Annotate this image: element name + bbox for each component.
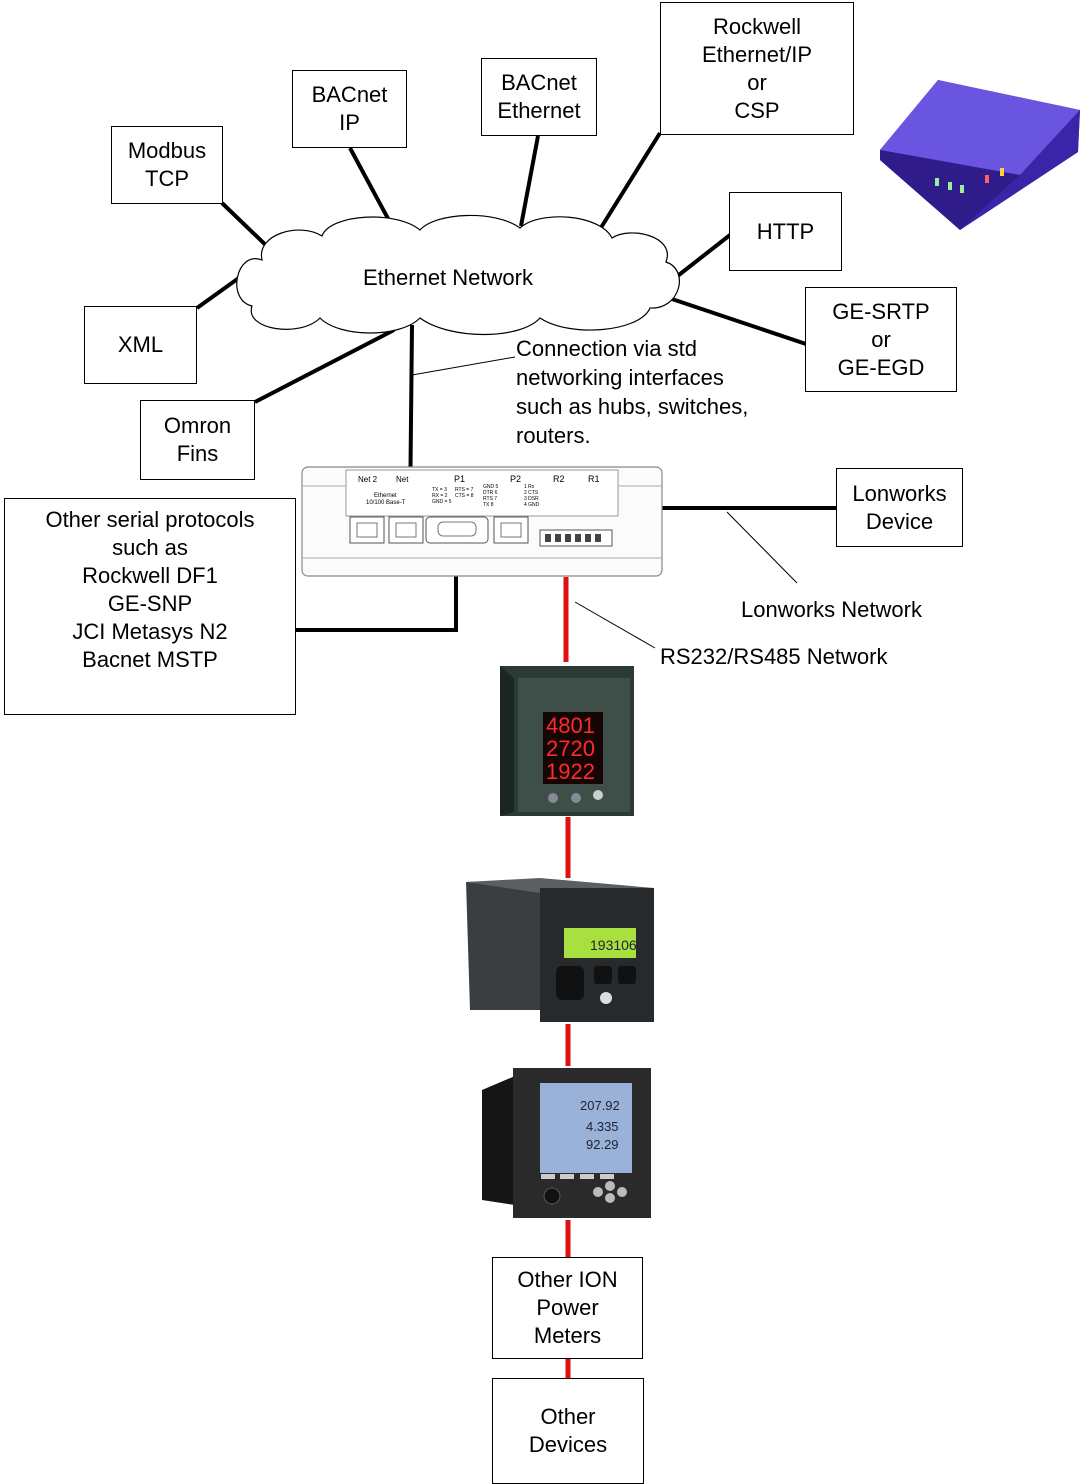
gateway-p1-label: P1 (454, 474, 465, 484)
gateway-photo (880, 80, 1080, 230)
rs-network-label: RS232/RS485 Network (660, 644, 888, 669)
gateway-net2-label: Net 2 (358, 475, 378, 484)
meter3-reading-1: 207.92 (580, 1098, 620, 1113)
connector-bacnet-ethernet (519, 135, 540, 227)
gateway-device: Net 2 Net Ethernet 10/100 Base-T P1 P2 R… (301, 466, 663, 577)
p1-pin-left-0: TX = 3 (432, 487, 447, 493)
meter2-reading: 193106 (590, 937, 637, 953)
meter1-reading-3: 1922 (546, 759, 595, 784)
p1-pin-right-0: RTS = 7 (455, 487, 474, 493)
rj45-port-net (388, 516, 424, 544)
bacnet-ethernet-box: BACnet Ethernet (481, 58, 597, 136)
meter1-reading-2: 2720 (546, 736, 595, 761)
p2-pin-right-1: 2 CTS (524, 490, 539, 496)
power-meter-2: 193106 (466, 878, 654, 1022)
connector-rockwell (590, 131, 662, 244)
lonworks-network-label: Lonworks Network (741, 597, 922, 622)
rj45-port-net2 (349, 516, 385, 544)
connector-omron (254, 328, 395, 404)
meter3-reading-3: 92.29 (586, 1137, 619, 1152)
connector-ge (659, 293, 807, 346)
connector-bacnet-ip (348, 147, 394, 227)
meter1-reading-1: 4801 (546, 713, 595, 738)
lonworks-device-box: Lonworks Device (836, 468, 963, 547)
connection-note: Connection via std networking interfaces… (516, 336, 749, 448)
p2-pin-0: GND 5 (483, 484, 499, 490)
bacnet-ip-box: BACnet IP (292, 70, 407, 148)
p1-pin-left-1: RX = 2 (432, 493, 448, 499)
omron-fins-box: Omron Fins (140, 400, 255, 480)
power-meter-1: 4801 2720 1922 (500, 666, 634, 816)
gateway-net-label: Net (396, 475, 409, 484)
p1-pin-left-2: GND = 5 (432, 499, 452, 505)
gateway-r2-label: R2 (553, 474, 565, 484)
other-serial-box: Other serial protocols such as Rockwell … (4, 498, 296, 715)
p2-pin-right-3: 4 GND (524, 502, 540, 508)
connector-http (673, 233, 732, 280)
other-ion-box: Other ION Power Meters (492, 1257, 643, 1359)
p2-pin-3: TX 8 (483, 502, 494, 508)
gateway-p2-label: P2 (510, 474, 521, 484)
rockwell-box: Rockwell Ethernet/IP or CSP (660, 2, 854, 135)
p2-pin-right-0: 1 Rx (524, 484, 535, 490)
gateway-ethernet-label: Ethernet (374, 493, 397, 499)
db9-port-p1 (425, 516, 489, 544)
serial-chain (563, 577, 571, 1379)
gateway-ethernet-spec: 10/100 Base-T (366, 500, 406, 506)
p2-pin-1: DTR 6 (483, 490, 498, 496)
http-box: HTTP (729, 192, 842, 271)
gateway-r1-label: R1 (588, 474, 600, 484)
p2-pin-right-2: 3 DSR (524, 496, 539, 502)
rj45-port-p2 (493, 516, 529, 544)
p2-pin-2: RTS 7 (483, 496, 497, 502)
power-meter-3: 207.92 4.335 92.29 (482, 1068, 651, 1218)
modbus-tcp-box: Modbus TCP (111, 126, 223, 204)
meter3-reading-2: 4.335 (586, 1119, 619, 1134)
ethernet-cloud (236, 214, 680, 336)
ge-srtp-box: GE-SRTP or GE-EGD (805, 287, 957, 392)
xml-box: XML (84, 306, 197, 384)
p1-pin-right-1: CTS = 8 (455, 493, 474, 499)
callout-lines (411, 356, 798, 649)
other-devices-box: Other Devices (492, 1378, 644, 1484)
connector-xml (195, 273, 245, 310)
ethernet-network-label: Ethernet Network (363, 265, 533, 290)
